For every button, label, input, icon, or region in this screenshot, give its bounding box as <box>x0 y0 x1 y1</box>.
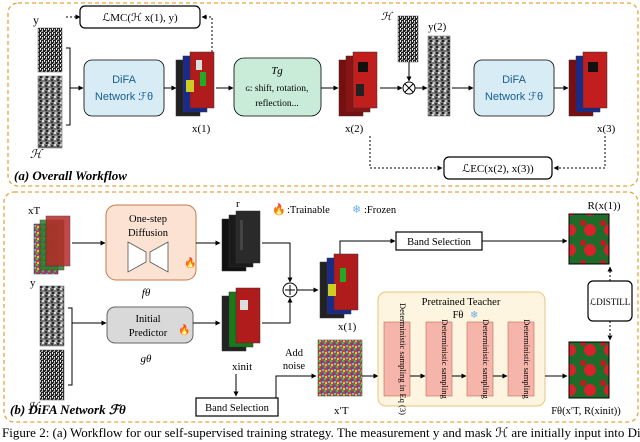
multiply-operator <box>402 81 416 95</box>
mask-h2 <box>397 15 419 63</box>
y2-image <box>427 35 451 117</box>
tg-title: Tg <box>271 65 283 77</box>
x1-stack-b <box>319 253 359 319</box>
bracket-b <box>68 307 73 386</box>
arrow-band-bottom-to-noise <box>275 373 317 405</box>
x2-stack-a <box>338 51 378 117</box>
difa2-line2: Network ℱθ <box>485 91 543 103</box>
det2-text: Deterministic sampling <box>440 319 450 399</box>
loss-ec-text: ℒEC(x(2), x(3)) <box>462 163 534 175</box>
y-image-b <box>39 285 65 347</box>
arrow-r-to-add <box>262 242 293 283</box>
x1-stack-a <box>175 51 215 117</box>
band-selection-top-text: Band Selection <box>407 237 472 248</box>
transform-group-box <box>233 57 322 117</box>
g-theta-label: gθ <box>141 353 153 365</box>
initial-line2: Predictor <box>129 328 168 339</box>
tg-line1: ɢ: shift, rotation, <box>246 83 309 94</box>
snowflake-icon-teacher: ❄ <box>470 310 478 321</box>
h-label-b: ℋ <box>28 401 41 413</box>
teacher-title: Pretrained Teacher <box>422 297 501 308</box>
add-operator <box>282 282 298 298</box>
band-selection-bottom <box>195 397 279 417</box>
det3-text: Deterministic sampling <box>481 319 491 399</box>
det1-text: Deterministic sampling in Eq (3) <box>398 303 408 415</box>
arrow-x2-to-ec <box>369 136 443 171</box>
noisy-image <box>317 339 363 397</box>
arrow-xinit-to-add <box>262 297 293 324</box>
r-x1-label: R(x(1)) <box>588 200 621 212</box>
bracket-a <box>66 47 71 126</box>
det-sampling-blocks <box>383 321 535 397</box>
x1-label-b: x(1) <box>338 321 357 333</box>
det-block-3 <box>466 321 494 397</box>
xt-stack <box>33 215 71 275</box>
r-label: r <box>236 198 240 210</box>
add-noise-line1: Add <box>285 348 304 359</box>
x3-stack-a <box>568 51 608 117</box>
det-block-4 <box>507 321 535 397</box>
det4-text: Deterministic sampling <box>522 319 532 399</box>
xt-label: xT <box>28 205 41 217</box>
h-label-a: ℋ <box>30 147 44 161</box>
onestep-line2: Diffusion <box>128 228 169 239</box>
difa-network-2 <box>473 59 555 117</box>
xinit-label: xinit <box>232 361 252 373</box>
fire-icon-initial: 🔥 <box>178 323 190 336</box>
xt-prime-label: x′T <box>334 405 349 417</box>
y-label-a: y <box>33 13 39 27</box>
band-selection-bottom-text: Band Selection <box>205 403 270 414</box>
snowflake-icon: ❄ <box>352 204 361 216</box>
panel-a-border <box>7 2 639 187</box>
x3-label-a: x(3) <box>597 123 616 135</box>
f-out-label: Fθ(x′T, R(xinit)) <box>551 406 621 417</box>
output-image-top <box>568 213 610 265</box>
difa2-line1: DiFA <box>502 74 527 86</box>
panel-b-title: (b) DiFA Network ℱθ <box>10 402 126 417</box>
output-image-bottom <box>568 341 610 399</box>
f-theta-label: fθ <box>142 287 151 299</box>
fire-icon-onestep: 🔥 <box>184 256 196 269</box>
difa-network-1 <box>83 59 165 117</box>
xinit-stack <box>221 287 261 352</box>
tg-line2: reflection... <box>255 98 299 109</box>
panel-a-title: (a) Overall Workflow <box>14 168 127 183</box>
h-image-b <box>39 349 65 401</box>
fire-icon: 🔥 <box>272 203 286 216</box>
difa1-line1: DiFA <box>112 74 137 86</box>
figure-caption: Figure 2: (a) Workflow for our self-supe… <box>2 425 640 440</box>
h2-label: ℋ <box>381 11 394 23</box>
unet-shape <box>127 241 169 273</box>
difa1-line2: Network ℱθ <box>95 91 153 103</box>
arrow-x1-to-band-top <box>339 238 396 254</box>
initial-line1: Initial <box>135 314 160 325</box>
det-block-1 <box>383 321 411 397</box>
x1-label-a: x(1) <box>192 123 211 135</box>
arrow-x3-to-ec <box>553 136 606 171</box>
x2-label-a: x(2) <box>345 123 364 135</box>
panel-b-border <box>3 191 639 423</box>
y2-label: y(2) <box>428 21 447 33</box>
frozen-label: :Frozen <box>364 205 397 216</box>
trainable-label: :Trainable <box>287 205 330 216</box>
input-stack-a <box>37 27 63 149</box>
add-noise-line2: noise <box>283 361 306 372</box>
y-label-b: y <box>30 277 36 289</box>
distill-text: ℒDISTILL <box>590 297 630 307</box>
r-stack <box>221 210 261 272</box>
loss-mc-text: ℒMC(ℋ x(1), y) <box>102 12 178 24</box>
f-theta-frozen-label: Fθ <box>453 310 464 321</box>
initial-predictor-box <box>106 306 194 344</box>
arrow-x1-to-loss <box>201 14 213 52</box>
loss-ec-box <box>443 156 553 180</box>
onestep-line1: One-step <box>129 214 167 225</box>
det-block-2 <box>425 321 453 397</box>
